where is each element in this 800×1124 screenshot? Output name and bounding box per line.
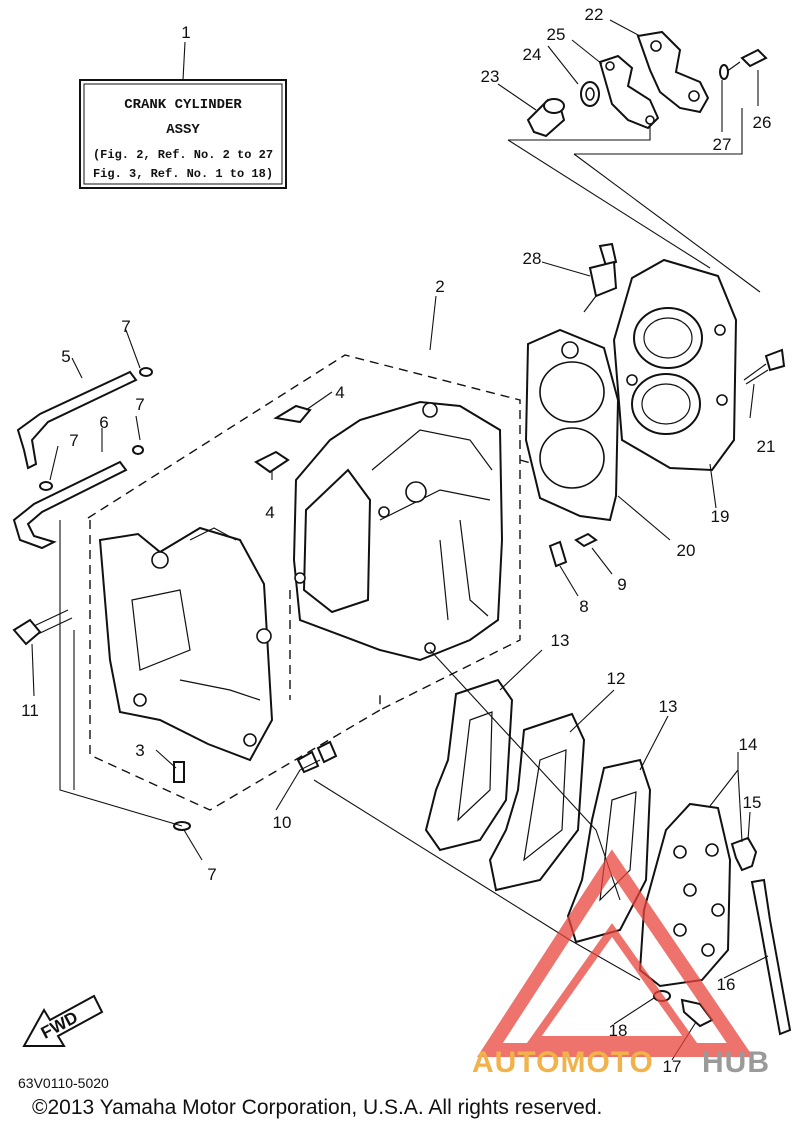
callout-8: 8 (579, 597, 588, 616)
oil-seal-ring (580, 81, 600, 107)
hose-upper (16, 370, 138, 470)
cover-washer (719, 64, 729, 80)
callout-3: 3 (135, 741, 144, 760)
anode-block (548, 540, 568, 568)
hose-clip (132, 445, 144, 455)
cover-bolt (725, 48, 768, 73)
exhaust-inner-plate (488, 712, 586, 892)
dowel-pins (296, 740, 338, 774)
hose-fitting-upper (273, 404, 312, 424)
callout-numbers: 1 2 3 4 4 5 6 7 7 7 7 8 9 10 11 12 13 13… (21, 5, 775, 1076)
callout-24: 24 (523, 45, 542, 64)
callout-15: 15 (743, 793, 762, 812)
crankcase (98, 526, 274, 762)
callout-21: 21 (757, 437, 776, 456)
watermark-text-auto: AUTOMOTO (472, 1046, 654, 1079)
watermark-logo (477, 849, 754, 1057)
callout-19: 19 (711, 507, 730, 526)
callout-17: 17 (663, 1057, 682, 1076)
cylinder-head (612, 258, 738, 472)
thermostat-part (526, 98, 566, 138)
callout-26: 26 (753, 113, 772, 132)
spark-plug (583, 242, 618, 313)
callout-7a: 7 (121, 317, 130, 336)
callout-14: 14 (739, 735, 758, 754)
callout-7c: 7 (69, 431, 78, 450)
head-bolt (743, 348, 786, 385)
copyright-notice: ©2013 Yamaha Motor Corporation, U.S.A. A… (32, 1096, 602, 1119)
hose-fitting-lower (254, 450, 290, 474)
callout-25: 25 (547, 25, 566, 44)
watermark-text-hub: HUB (702, 1046, 770, 1079)
callout-12: 12 (607, 669, 626, 688)
callout-6: 6 (99, 413, 108, 432)
callout-13b: 13 (659, 697, 678, 716)
hose-clip (39, 481, 53, 491)
cylinder-block (292, 400, 504, 662)
hose-lower (12, 460, 128, 550)
assy-line-3: (Fig. 2, Ref. No. 2 to 27 (93, 148, 273, 162)
crankcase-bolt (12, 609, 73, 646)
callout-9: 9 (617, 575, 626, 594)
callout-10: 10 (273, 813, 292, 832)
callout-13a: 13 (551, 631, 570, 650)
callout-7b: 7 (135, 395, 144, 414)
hose-elbow (730, 836, 758, 872)
callout-2: 2 (435, 277, 444, 296)
drain-hose (750, 878, 792, 1036)
exhaust-cover (636, 30, 710, 114)
drawing-code: 63V0110-5020 (18, 1075, 109, 1091)
exhaust-cover-bolt (680, 998, 714, 1028)
assy-line-2: ASSY (166, 122, 200, 138)
exhaust-gasket-inner (424, 678, 514, 852)
callout-4b: 4 (265, 503, 274, 522)
callout-28: 28 (523, 249, 542, 268)
assy-line-4: Fig. 3, Ref. No. 1 to 18) (93, 167, 273, 181)
callout-16: 16 (717, 975, 736, 994)
callout-11: 11 (21, 701, 39, 720)
assy-label-box: CRANK CYLINDER ASSY (Fig. 2, Ref. No. 2 … (79, 41, 287, 189)
callout-7d: 7 (207, 865, 216, 884)
callout-20: 20 (677, 541, 696, 560)
callout-4a: 4 (335, 383, 344, 402)
hose-clip (139, 367, 153, 377)
leader-lines (31, 19, 769, 1061)
callout-1: 1 (181, 23, 190, 42)
cover-gasket (598, 54, 660, 130)
callout-18: 18 (609, 1021, 628, 1040)
callout-22: 22 (585, 5, 604, 24)
assy-line-1: CRANK CYLINDER (124, 97, 242, 113)
callout-27: 27 (713, 135, 732, 154)
callout-5: 5 (61, 347, 70, 366)
dowel-pin (173, 761, 185, 783)
fwd-arrow: FWD (22, 994, 104, 1047)
anode-screw (574, 532, 598, 548)
head-gasket (524, 328, 620, 522)
callout-23: 23 (481, 67, 500, 86)
